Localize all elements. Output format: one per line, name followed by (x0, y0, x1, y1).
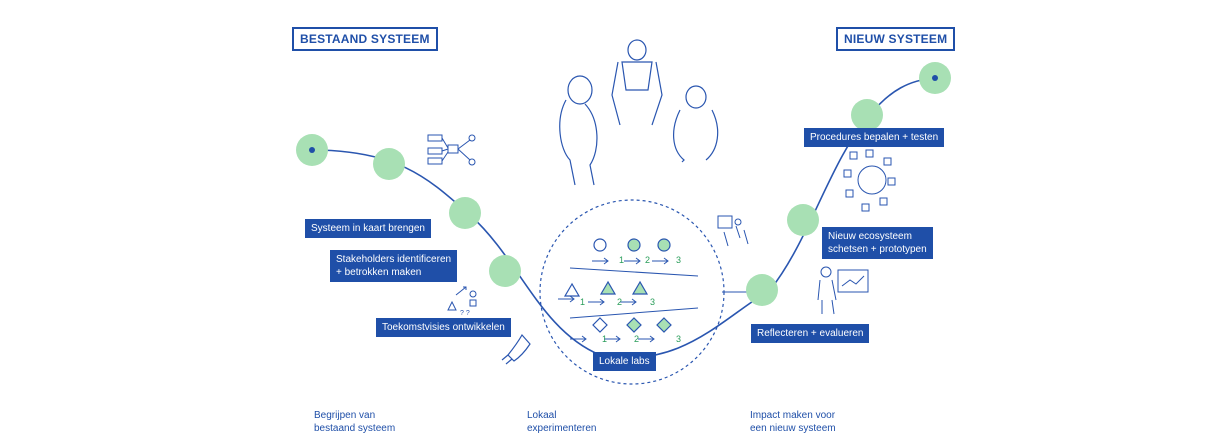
step-ecosystem-line1: Nieuw ecosysteem (828, 231, 912, 242)
step-ecosystem: Nieuw ecosysteem schetsen + prototypen (822, 227, 933, 259)
transition-curve (311, 77, 936, 359)
node (746, 274, 778, 306)
lab-row-diamonds (592, 317, 672, 333)
mindmap-icon (427, 134, 476, 166)
local-labs-circle (539, 199, 725, 385)
lab-number: 3 (676, 334, 682, 344)
step-stakeholders-line1: Stakeholders identificeren (336, 254, 452, 265)
lab-number: 1 (580, 297, 586, 307)
phase-impact-line2: een nieuw systeem (750, 423, 836, 434)
node (489, 255, 521, 287)
people-circle-icon (843, 149, 896, 212)
phase-understand-line2: bestaand systeem (314, 423, 396, 434)
phase-understand-line1: Begrijpen van (314, 410, 376, 421)
step-reflect: Reflecteren + evalueren (751, 324, 870, 343)
step-stakeholders-line2: + betrokken maken (336, 267, 422, 278)
step-local-labs: Lokale labs (593, 352, 656, 371)
team-sketch-icon (717, 215, 749, 247)
people-group-illustration (559, 39, 719, 186)
network-sketch-icon: ? ? (447, 286, 477, 317)
lab-number: 3 (650, 297, 656, 307)
phase-impact-line1: Impact maken voor (750, 410, 836, 421)
node (449, 197, 481, 229)
phase-experiment-line1: Lokaal (527, 410, 557, 421)
lab-row-circles (593, 238, 671, 252)
lab-number: 1 (619, 255, 625, 265)
lab-number: 2 (617, 297, 623, 307)
whiteboard-person-icon (817, 266, 869, 315)
lab-number: 1 (602, 334, 608, 344)
step-procedures: Procedures bepalen + testen (804, 128, 945, 147)
node (851, 99, 883, 131)
rocket-icon (501, 333, 531, 365)
step-stakeholders: Stakeholders identificeren + betrokken m… (330, 250, 458, 282)
lab-number: 3 (676, 255, 682, 265)
step-ecosystem-line2: schetsen + prototypen (828, 244, 927, 255)
step-map-system: Systeem in kaart brengen (305, 219, 431, 238)
phase-impact: Impact maken voor een nieuw systeem (750, 409, 836, 435)
lab-number: 2 (634, 334, 640, 344)
existing-system-title: BESTAAND SYSTEEM (292, 27, 438, 51)
node (373, 148, 405, 180)
lab-arrows (558, 257, 669, 343)
phase-experiment-line2: experimenteren (527, 423, 597, 434)
new-system-title: NIEUW SYSTEEM (836, 27, 956, 51)
phase-experiment: Lokaal experimenteren (527, 409, 596, 435)
node (787, 204, 819, 236)
step-future-visions: Toekomstvisies ontwikkelen (376, 318, 511, 337)
lab-row-triangles (563, 280, 649, 297)
svg-text:? ?: ? ? (460, 310, 470, 317)
phase-understand: Begrijpen van bestaand systeem (314, 409, 395, 435)
lab-number: 2 (645, 255, 651, 265)
